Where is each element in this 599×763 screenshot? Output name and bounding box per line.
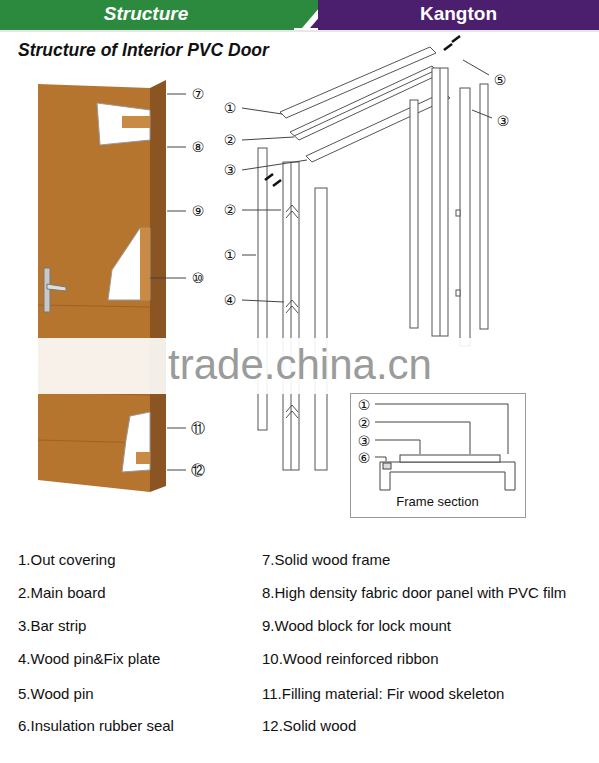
frame-section-figure [375, 404, 515, 490]
part-list-item: 7.Solid wood frame [262, 550, 390, 570]
diagram-title: Structure of Interior PVC Door [18, 40, 269, 61]
callout-number: ② [354, 413, 374, 433]
callout-number: ④ [220, 290, 240, 310]
leader-line [150, 94, 186, 470]
part-list-item: 2.Main board [18, 583, 106, 603]
frame-section-box: ①②③⑥ Frame section [350, 393, 526, 518]
part-list-item: 8.High density fabric door panel with PV… [262, 583, 566, 603]
callout-number: ① [220, 98, 240, 118]
cut-mark [265, 36, 460, 186]
callout-number: ③ [220, 160, 240, 180]
callout-number: ③ [493, 111, 513, 131]
part-list-item: 11.Filling material: Fir wood skeleton [262, 684, 504, 704]
callout-number: ① [354, 395, 374, 415]
watermark: trade.china.cn [30, 340, 570, 390]
callout-number: ⑫ [188, 460, 208, 480]
leader-line [242, 60, 492, 302]
callout-number: ② [220, 130, 240, 150]
header-band: Structure [0, 0, 294, 30]
part-list-item: 9.Wood block for lock mount [262, 616, 451, 636]
part-list-item: 5.Wood pin [18, 684, 94, 704]
part-list-item: 1.Out covering [18, 550, 116, 570]
door-figure [38, 80, 166, 492]
part-list-item: 4.Wood pin&Fix plate [18, 649, 160, 669]
callout-number: ① [220, 245, 240, 265]
header-rule [0, 31, 599, 32]
watermark-band [30, 338, 570, 394]
frame-figure [258, 47, 488, 470]
part-list-item: 12.Solid wood [262, 716, 356, 736]
header-text: Structure [0, 0, 292, 28]
callout-number: ⑦ [188, 84, 208, 104]
callout-number: ⑪ [188, 418, 208, 438]
callout-number: ⑨ [188, 201, 208, 221]
part-list-item: 6.Insulation rubber seal [18, 716, 174, 736]
callout-number: ③ [354, 431, 374, 451]
section-caption: Frame section [351, 493, 524, 511]
callout-number: ⑥ [354, 448, 374, 468]
part-list-item: 3.Bar strip [18, 616, 86, 636]
header-text: Kangton [318, 0, 599, 28]
callout-number: ⑩ [188, 268, 208, 288]
callout-number: ⑤ [490, 70, 510, 90]
callout-number: ② [220, 200, 240, 220]
callout-number: ⑧ [188, 137, 208, 157]
part-list-item: 10.Wood reinforced ribbon [262, 649, 439, 669]
header-band: Kangton [318, 0, 599, 30]
